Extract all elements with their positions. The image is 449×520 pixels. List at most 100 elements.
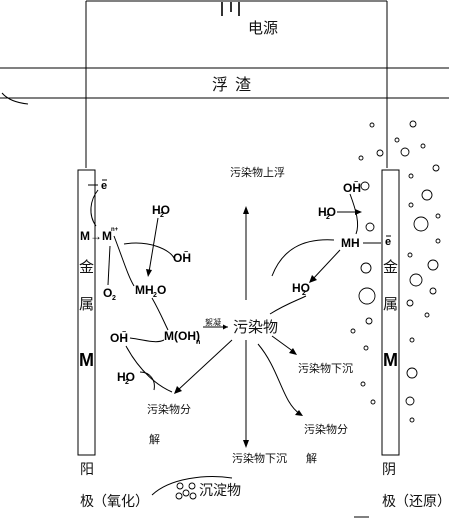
bubble — [360, 181, 370, 191]
arrow-right-down-head — [289, 348, 297, 355]
arrow-left-down-head — [174, 386, 182, 394]
sediment-curve — [151, 476, 233, 496]
anode-hydroxide-to-complex — [129, 337, 165, 343]
anode-hydroxide-free-charge: − — [122, 329, 126, 336]
bubble — [432, 164, 440, 172]
anode-metal-char-1: 金 — [79, 258, 94, 276]
anode-hydroxide-free: OH — [110, 331, 128, 345]
bubble — [435, 238, 441, 244]
anode-oxidation-note: （氧化） — [93, 494, 149, 510]
cathode-plate — [381, 169, 400, 456]
anode-water-arrowhead — [146, 269, 152, 277]
decompose-left-label-2: 解 — [149, 432, 160, 446]
arrow-down-head — [243, 440, 249, 448]
bubble — [427, 259, 439, 271]
bubble — [394, 137, 400, 143]
anode-hydrated-sub: 2 — [153, 292, 157, 299]
anode-plate — [77, 169, 96, 456]
bubble — [421, 189, 433, 201]
sediment-particle — [182, 489, 190, 497]
anode-hydroxide-complex: M(OH) — [164, 329, 200, 343]
sink-bottom-label: 污染物下沉 — [232, 451, 287, 465]
bubble — [409, 417, 415, 423]
cathode-name-char-1: 阴 — [382, 462, 396, 478]
bubble — [408, 202, 414, 208]
bubble — [406, 299, 414, 307]
anode-reactions: e M→M n+ O 2 HO 2 OH − MH O 2 OH − M(OH)… — [80, 179, 200, 393]
pollutant-center: 污染物 絮凝 污染物上浮 污染物下沉 污染物下沉 污染物分 解 污染物分 解 — [147, 165, 353, 465]
bubble — [363, 345, 369, 351]
anode-electron: e — [101, 180, 107, 192]
arrow-left-down-line — [177, 339, 233, 391]
float-up-label: 污染物上浮 — [230, 165, 285, 179]
cathode-name-char-2: 极 — [382, 494, 396, 510]
bubble — [406, 367, 418, 379]
anode-water: HO — [152, 203, 170, 217]
cathode-mh: MH — [341, 236, 360, 250]
bubble — [376, 149, 384, 157]
floc-arrowhead — [223, 324, 228, 330]
bubble — [413, 216, 429, 232]
cathode-hydroxide-curve — [349, 193, 359, 235]
anode-hydroxide-complex-sub: n — [196, 339, 200, 346]
bubble — [358, 287, 376, 305]
cathode-water-sub: 2 — [326, 214, 330, 221]
bubble — [409, 337, 415, 343]
bubble — [365, 222, 375, 232]
sediment-label: 沉淀物 — [199, 483, 241, 499]
bubble — [424, 312, 430, 318]
arrow-right-down-line — [271, 335, 295, 353]
anode-water-bottom: HO — [117, 370, 135, 384]
cathode-hydroxide-charge: − — [354, 179, 358, 186]
sediment-area: 沉淀物 — [151, 476, 369, 518]
anode-metal-char-2: 属 — [79, 295, 94, 313]
bubble — [420, 143, 426, 149]
bubble — [435, 213, 441, 219]
anode-ion-charge: n+ — [111, 227, 119, 233]
bubble — [429, 287, 437, 295]
bubble — [405, 396, 415, 406]
cathode-electrode: 金 属 M 阴 极 （还原） — [381, 169, 449, 510]
bubble — [407, 252, 413, 258]
scum-curl — [1, 92, 29, 105]
anode-oxygen-link — [107, 245, 111, 286]
sediment-particle — [188, 482, 196, 490]
sink-right-label: 污染物下沉 — [298, 361, 353, 375]
cathode-metal-symbol: M — [383, 350, 398, 370]
anode-hydroxide: OH — [173, 251, 191, 265]
arrow-right-curve-head — [295, 410, 303, 416]
anode-ion-link — [123, 242, 175, 259]
anode-oxygen: O — [103, 286, 112, 300]
hydrogen-bubbles — [350, 120, 441, 423]
cathode-water: HO — [318, 205, 336, 219]
cathode-electron: e — [385, 236, 391, 248]
anode-name-char-2: 极 — [80, 494, 94, 510]
bubble — [369, 122, 375, 128]
decompose-right-label-1: 污染物分 — [304, 422, 348, 436]
decompose-right-label-2: 解 — [306, 451, 317, 465]
anode-oxygen-sub: 2 — [112, 295, 116, 302]
anode-hydroxide-charge: − — [184, 249, 188, 256]
anode-hydrate-to-complex — [151, 297, 169, 331]
anode-ion-to-hydrate-curve — [113, 235, 135, 287]
cathode-reduction-note: （还原） — [395, 494, 449, 510]
flocculation-label: 絮凝 — [205, 317, 221, 327]
arrow-up-head — [243, 206, 249, 214]
anode-hydrated-ion: MH O — [135, 283, 166, 297]
cathode-lower-curve — [269, 295, 307, 315]
cathode-reactions: OH − HO 2 MH e HO 2 — [269, 179, 391, 315]
sediment-particle — [189, 492, 197, 500]
bubble — [360, 381, 366, 387]
power-label: 电源 — [248, 19, 278, 37]
sediment-particle — [176, 482, 184, 490]
cathode-hydrogen-sub: 2 — [302, 290, 306, 297]
battery-icon — [221, 2, 240, 16]
anode-name-char-1: 阳 — [80, 462, 94, 478]
anode-m-to-ion: M→M — [80, 229, 112, 243]
bubble — [365, 317, 373, 325]
cathode-top-curve — [271, 239, 335, 277]
pollutant-label: 污染物 — [233, 318, 278, 336]
bubble — [408, 173, 414, 179]
